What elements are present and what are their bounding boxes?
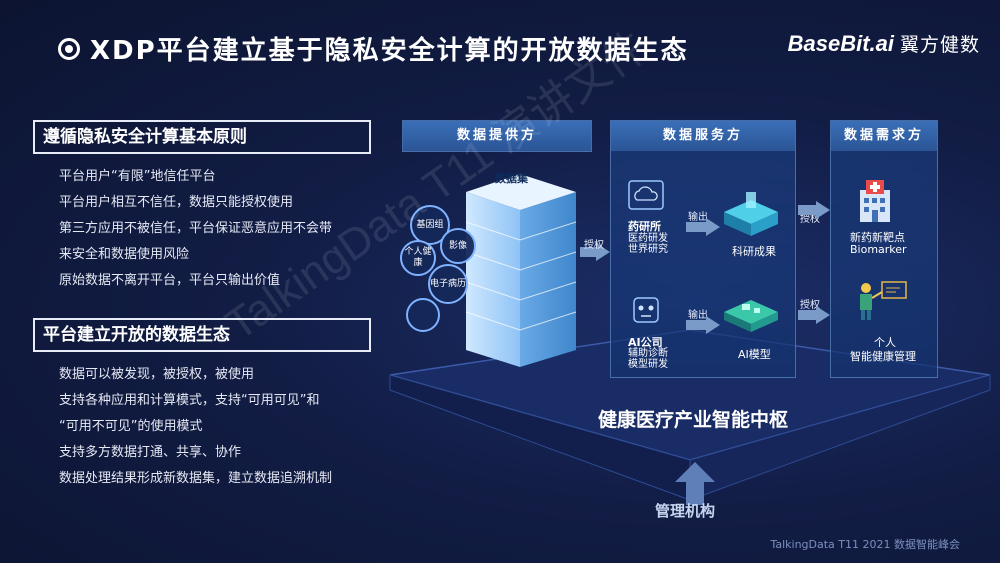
section1-item: 原始数据不离开平台，平台只输出价值	[59, 273, 281, 288]
provider-column: 数据提供方	[402, 120, 592, 152]
personal-label: 个人	[874, 336, 896, 349]
bubble-emr: 电子病历	[428, 264, 468, 304]
dataset-stack	[465, 174, 577, 367]
logo-cn: 翼方健数	[899, 35, 980, 56]
pharma-subtitle: 医药研发 世界研究	[628, 233, 668, 255]
auth-label-3: 授权	[800, 300, 820, 311]
section1-item: 平台用户“有限”地信任平台	[59, 169, 216, 184]
section1-heading: 遵循隐私安全计算基本原则	[33, 120, 371, 154]
health-mgmt-label: 智能健康管理	[850, 350, 916, 363]
auth-arrow-3-bar	[798, 310, 816, 320]
target-icon	[58, 37, 80, 60]
output-label-2: 输出	[688, 310, 708, 321]
biomarker-label: Biomarker	[850, 243, 907, 256]
dataset-label: 数据集	[495, 172, 528, 185]
cloud-icon	[628, 180, 664, 210]
section2-heading: 平台建立开放的数据生态	[33, 318, 371, 352]
auth-label-1: 授权	[584, 240, 604, 251]
hospital-icon	[860, 180, 890, 222]
research-result: 科研成果	[732, 245, 776, 258]
robot-icon	[633, 297, 659, 323]
section2-item: 数据可以被发现，被授权，被使用	[59, 367, 255, 382]
section2-item: 支持各种应用和计算模式，支持“可用可见”和	[59, 393, 320, 408]
ai-model-board-icon	[724, 300, 778, 332]
section1-item: 平台用户相互不信任，数据只能授权使用	[59, 195, 294, 210]
auth-arrow-2-bar	[798, 205, 816, 215]
management-label: 管理机构	[655, 502, 716, 520]
ai-model: AI模型	[738, 348, 771, 361]
bubble-extra	[406, 298, 440, 332]
service-header: 数据服务方	[611, 121, 795, 151]
section2-item: 数据处理结果形成新数据集，建立数据追溯机制	[59, 471, 333, 486]
section2-item: “可用不可见”的使用模式	[59, 419, 203, 434]
demand-header: 数据需求方	[831, 121, 937, 151]
output-label-1: 输出	[688, 212, 708, 223]
auth-label-2: 授权	[800, 214, 820, 225]
section1-item: 来安全和数据使用风险	[59, 247, 190, 262]
presenter-icon	[860, 281, 907, 320]
auth-arrow-2-head	[816, 201, 830, 219]
demand-column: 数据需求方	[830, 120, 938, 378]
up-arrow-icon	[675, 462, 715, 505]
auth-arrow-3-head	[816, 306, 830, 324]
service-column: 数据服务方	[610, 120, 796, 378]
output-arrow-1-bar	[686, 222, 706, 232]
output-arrow-2-head	[706, 316, 720, 334]
output-arrow-1-head	[706, 218, 720, 236]
provider-header: 数据提供方	[403, 121, 591, 151]
section2-item: 支持多方数据打通、共享、协作	[59, 445, 242, 460]
output-arrow-2-bar	[686, 320, 706, 330]
drug-target-label: 新药新靶点	[850, 231, 905, 244]
auth-arrow-1-bar	[580, 247, 596, 257]
page-title: XDP平台建立基于隐私安全计算的开放数据生态	[90, 36, 689, 66]
logo-en: BaseBit.ai	[787, 31, 894, 56]
ai-company-subtitle: 辅助诊断 模型研发	[628, 348, 668, 370]
auth-arrow-1-head	[596, 243, 610, 261]
bubble-personal-health: 个人健康	[400, 240, 436, 276]
pharma-title: 药研所	[628, 220, 661, 233]
brand-logo: BaseBit.ai 翼方健数	[788, 30, 980, 57]
platform-label: 健康医疗产业智能中枢	[598, 409, 789, 431]
ai-company-title: AI公司	[628, 336, 663, 349]
title-bar: XDP平台建立基于隐私安全计算的开放数据生态	[58, 30, 689, 67]
footer-text: TalkingData T11 2021 数据智能峰会	[770, 538, 960, 551]
bubble-image: 影像	[440, 228, 476, 264]
section1-item: 第三方应用不被信任，平台保证恶意应用不会带	[59, 221, 333, 236]
research-cube-icon	[724, 192, 778, 236]
